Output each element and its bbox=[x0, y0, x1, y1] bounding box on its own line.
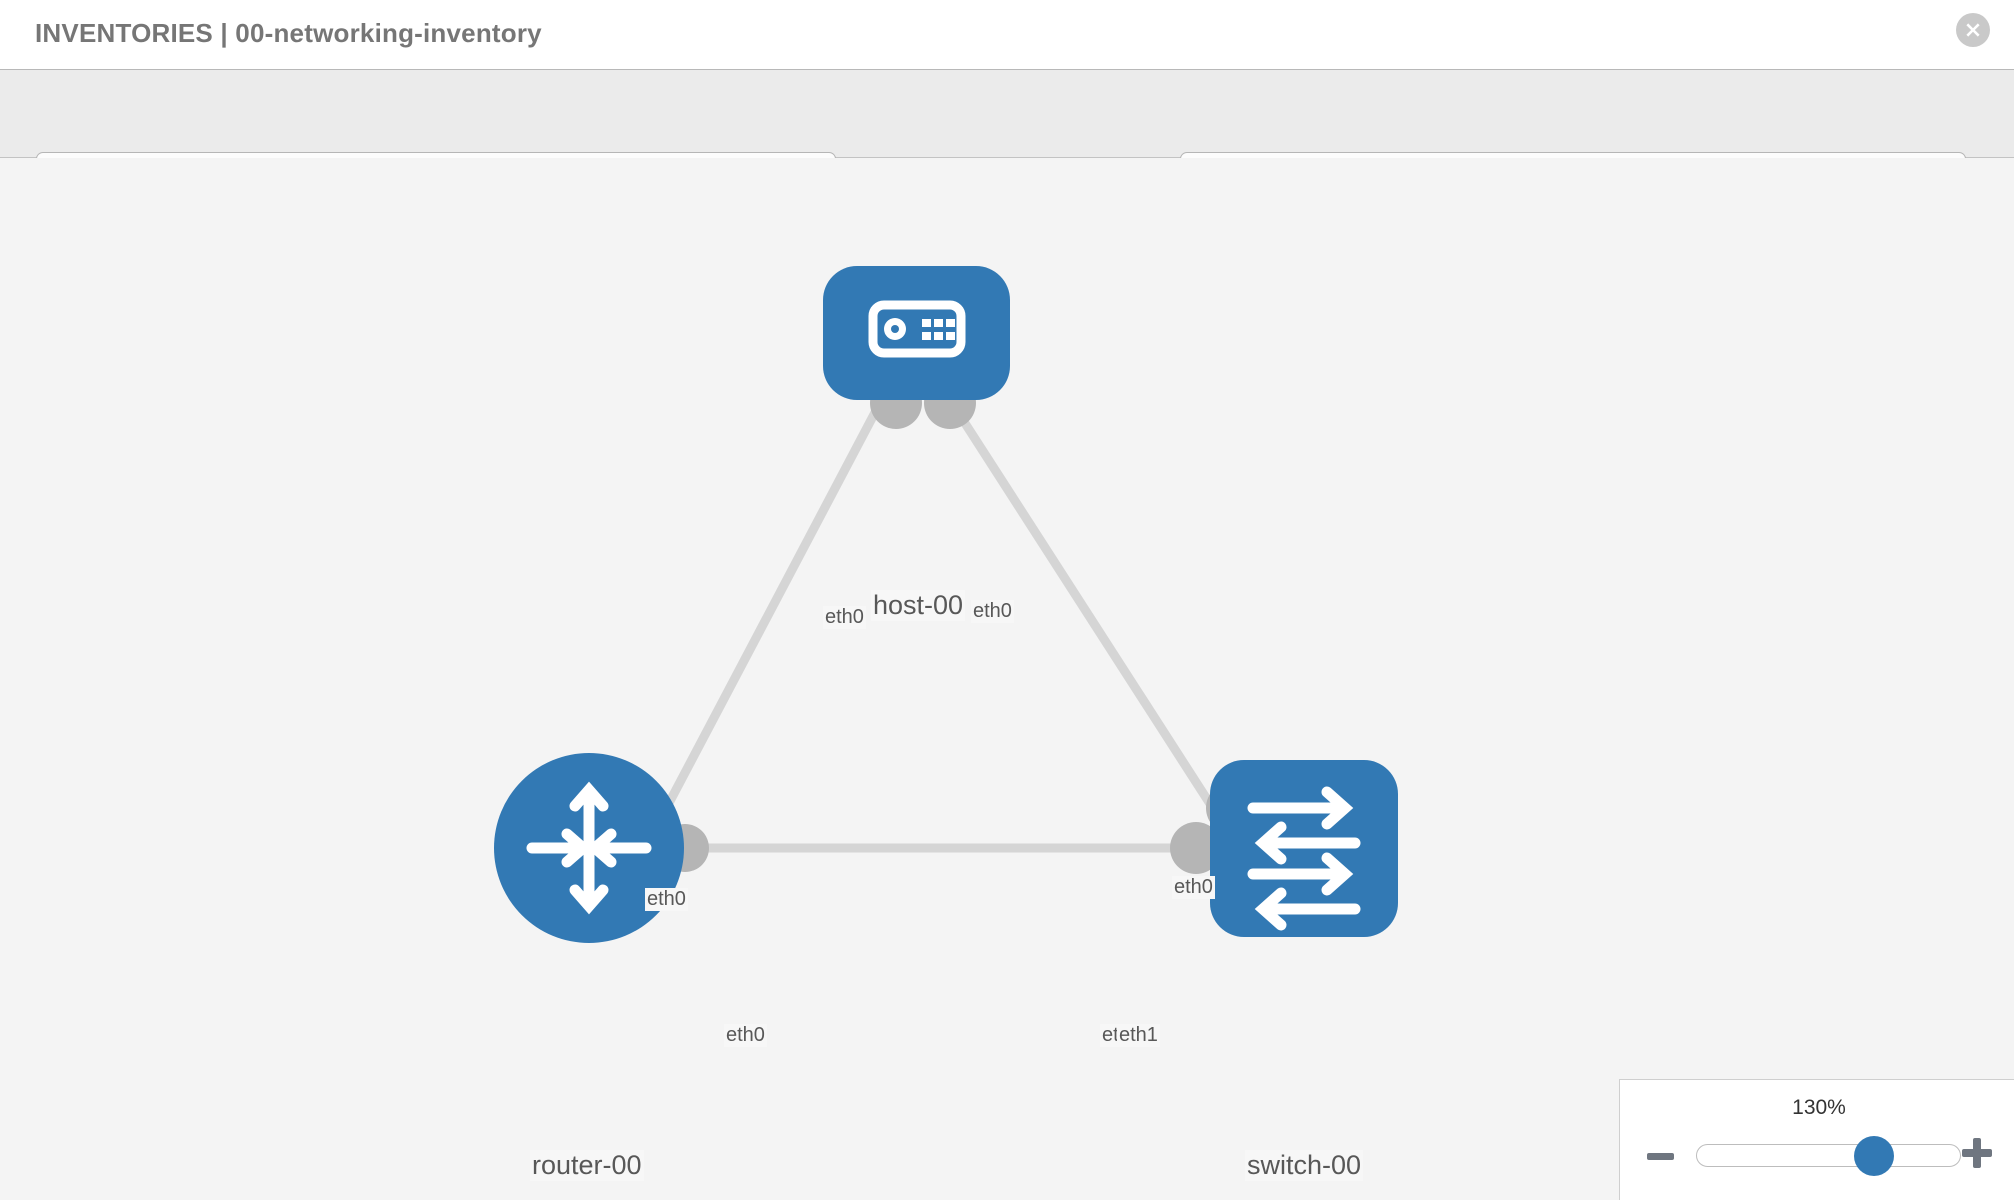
toolbar: ACTIONS SEARCH bbox=[0, 70, 2014, 204]
topology-graph[interactable] bbox=[0, 158, 2014, 1200]
edge-label: eth0 bbox=[971, 600, 1014, 623]
topology-ports bbox=[661, 377, 1258, 874]
edge-label: eth0 bbox=[724, 1024, 767, 1047]
node-label-switch-00: switch-00 bbox=[1245, 1150, 1364, 1181]
edge-label: eth1 bbox=[1117, 1024, 1160, 1047]
zoom-control-panel: 130% bbox=[1619, 1079, 2014, 1200]
page-header: INVENTORIES | 00-networking-inventory bbox=[0, 0, 2014, 70]
node-switch-00[interactable] bbox=[1210, 760, 1398, 937]
zoom-slider-thumb[interactable] bbox=[1854, 1136, 1894, 1176]
edge-label: eth0 bbox=[645, 888, 688, 911]
edge-label: eth0 bbox=[823, 606, 866, 629]
link-host-switch bbox=[948, 400, 1236, 841]
link-host-router bbox=[636, 400, 884, 861]
zoom-slider[interactable] bbox=[1696, 1136, 1961, 1176]
server-icon bbox=[868, 300, 966, 358]
node-label-router-00: router-00 bbox=[530, 1150, 644, 1181]
edge-label: eth0 bbox=[1172, 876, 1215, 899]
topology-canvas[interactable]: eth0 eth0 eth0 eth0 eth0 eth eth1 host-0… bbox=[0, 158, 2014, 1200]
zoom-in-button[interactable] bbox=[1962, 1138, 1992, 1168]
topology-links bbox=[636, 400, 1236, 861]
page-title: INVENTORIES | 00-networking-inventory bbox=[35, 18, 542, 48]
node-router-00[interactable] bbox=[494, 753, 684, 943]
router-arrows-icon bbox=[526, 781, 652, 915]
port-switch-left bbox=[1170, 822, 1222, 874]
node-host-00[interactable] bbox=[823, 266, 1010, 400]
switch-arrows-icon bbox=[1247, 786, 1361, 931]
zoom-out-button[interactable] bbox=[1647, 1153, 1674, 1160]
zoom-level-value: 130% bbox=[1792, 1096, 1846, 1119]
node-label-host-00: host-00 bbox=[871, 590, 966, 621]
close-button[interactable] bbox=[1956, 13, 1990, 47]
